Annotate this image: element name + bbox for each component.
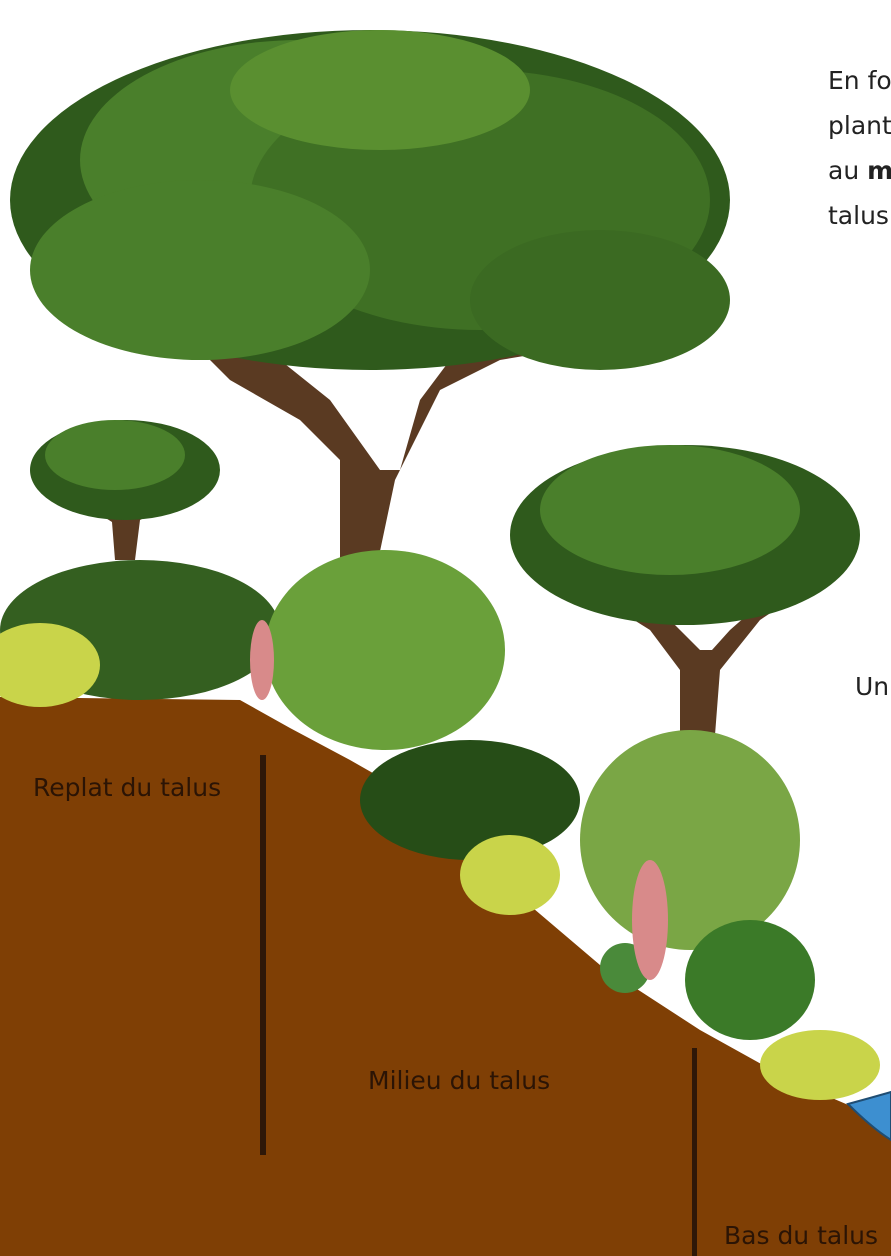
zone-label-middle: Milieu du talus [368, 1066, 550, 1095]
zone-label-bottom: Bas du talus [724, 1221, 878, 1250]
intro-line-4: talus [828, 193, 891, 238]
zone-label-top: Replat du talus [33, 773, 221, 802]
intro-line-3-bold: m [867, 156, 891, 185]
divider-middle-bottom [692, 1048, 697, 1256]
intro-line-3: au m [828, 148, 891, 193]
small-tree-icon [30, 420, 220, 560]
intro-text: En fo plant au m talus [828, 58, 891, 238]
intro-line-2: plant [828, 103, 891, 148]
side-text: Un [855, 672, 889, 701]
medium-tree-icon [510, 445, 860, 735]
divider-top-middle [260, 755, 266, 1155]
intro-line-1: En fo [828, 58, 891, 103]
intro-line-3-prefix: au [828, 156, 867, 185]
